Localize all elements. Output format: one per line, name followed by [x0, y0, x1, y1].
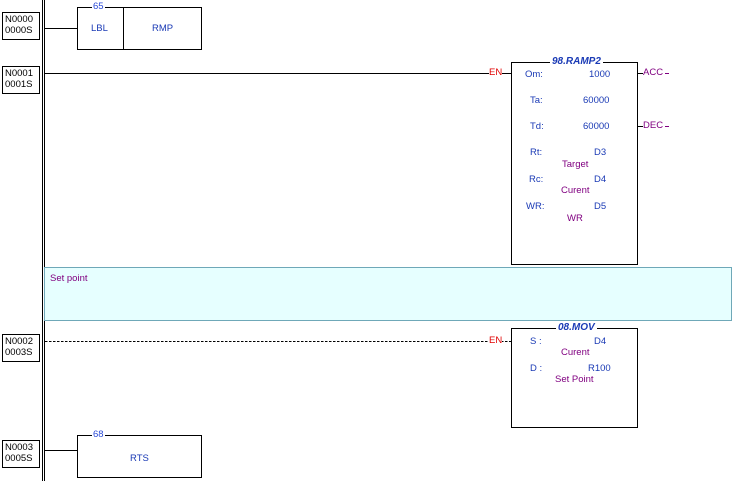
ramp-param-name: Td: — [530, 121, 544, 132]
rts-instruction[interactable]: RTS — [77, 435, 202, 478]
rts-instruction-number: 68 — [92, 429, 105, 440]
ramp-acc-output: ACC — [643, 67, 664, 78]
ramp-param-value: D5 — [594, 201, 607, 212]
ramp2-title: 98.RAMP2 — [550, 56, 603, 67]
lbl-divider — [123, 8, 124, 49]
rts-label: RTS — [130, 453, 149, 464]
mov-param-comment: Set Point — [555, 374, 594, 385]
rung-number-3[interactable]: N0003 0005S — [2, 440, 40, 468]
ramp-enable-label: EN — [489, 67, 503, 78]
left-power-rail-inner — [42, 0, 43, 481]
left-power-rail — [44, 0, 45, 481]
ramp-dec-output: DEC — [643, 120, 664, 131]
rung-3-wire — [45, 450, 77, 451]
lbl-left-label: LBL — [91, 23, 108, 34]
rung-number-1[interactable]: N0001 0001S — [2, 66, 40, 94]
ramp2-instruction[interactable]: Om: 1000 Ta: 60000 Td: 60000 Rt: D3 Targ… — [511, 62, 638, 265]
ramp-param-name: WR: — [526, 201, 545, 212]
lbl-instruction-number: 65 — [92, 1, 105, 12]
ramp-param-value: 60000 — [583, 121, 610, 132]
rung-number-2[interactable]: N0002 0003S — [2, 334, 40, 362]
rung-number-0[interactable]: N0000 0000S — [2, 12, 40, 40]
ramp-param-value: D3 — [594, 147, 607, 158]
mov-title: 08.MOV — [556, 322, 597, 333]
lbl-right-label: RMP — [152, 23, 174, 34]
ramp-param-name: Ta: — [530, 95, 543, 106]
rung-id-top: N0000 — [5, 14, 33, 25]
mov-param-value: D4 — [594, 336, 607, 347]
dec-wire-right — [665, 126, 669, 127]
rung-0-wire — [45, 28, 77, 29]
ramp-param-value: 1000 — [589, 69, 611, 80]
comment-band[interactable]: Set point — [44, 267, 732, 321]
rung-id-bottom: 0005S — [5, 453, 33, 464]
lbl-instruction[interactable]: LBL RMP — [77, 7, 202, 50]
ramp-param-name: Om: — [525, 69, 543, 80]
rung-id-top: N0002 — [5, 336, 33, 347]
acc-wire-right — [665, 73, 669, 74]
rung-id-bottom: 0000S — [5, 25, 33, 36]
mov-param-comment: Curent — [561, 347, 590, 358]
mov-param-name: D : — [530, 363, 543, 374]
ramp-param-comment: Curent — [561, 185, 590, 196]
mov-param-name: S : — [530, 336, 542, 347]
dec-wire-left — [638, 126, 643, 127]
ramp-param-value: D4 — [594, 174, 607, 185]
rung-id-top: N0003 — [5, 442, 33, 453]
rung-id-bottom: 0003S — [5, 347, 33, 358]
ramp-param-value: 60000 — [583, 95, 610, 106]
rung-id-bottom: 0001S — [5, 79, 33, 90]
mov-instruction[interactable]: S : D4 Curent D : R100 Set Point — [511, 328, 638, 428]
acc-wire-left — [638, 73, 643, 74]
ramp-param-name: Rt: — [530, 147, 543, 158]
rung-2-wire — [45, 341, 511, 342]
rung-id-top: N0001 — [5, 68, 33, 79]
ramp-param-comment: Target — [562, 159, 589, 170]
mov-param-value: R100 — [588, 363, 611, 374]
comment-text: Set point — [50, 273, 88, 284]
ramp-param-comment: WR — [567, 213, 583, 224]
ramp-param-name: Rc: — [529, 174, 544, 185]
rung-1-wire — [45, 73, 511, 74]
mov-enable-label: EN — [489, 335, 503, 346]
